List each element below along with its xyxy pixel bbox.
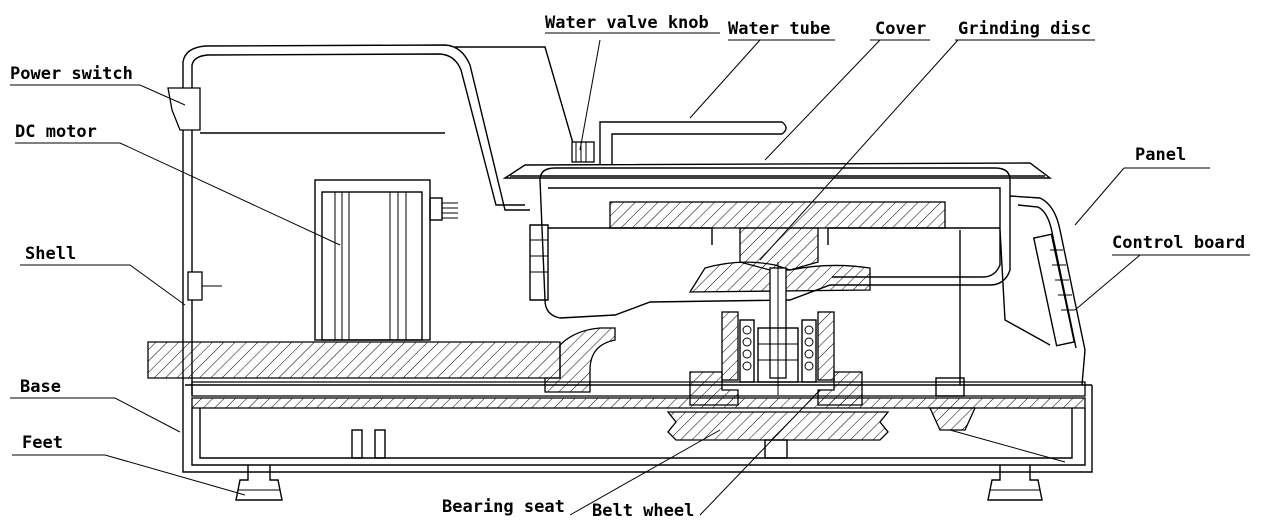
label-power-switch: Power switch: [10, 64, 133, 84]
label-feet: Feet: [22, 433, 63, 453]
label-dc-motor: DC motor: [15, 122, 97, 142]
cover-part: [502, 162, 1053, 179]
label-belt-wheel: Belt wheel: [592, 501, 694, 520]
shell-part: [182, 44, 576, 395]
water-valve-knob-part: [571, 141, 595, 163]
label-control-board: Control board: [1112, 233, 1245, 253]
feet-part: [235, 465, 1043, 501]
panel-part: [1009, 195, 1086, 386]
label-water-tube: Water tube: [728, 19, 830, 39]
mount-plate: [147, 341, 561, 379]
label-base: Base: [20, 377, 61, 397]
dc-motor-part: [314, 179, 458, 341]
drain-elbow: [544, 327, 616, 393]
right-bracket: [999, 229, 1051, 346]
machine-drawing: [147, 44, 1093, 501]
label-panel: Panel: [1135, 145, 1186, 165]
label-shell: Shell: [25, 244, 76, 264]
control-board-part: [1032, 233, 1076, 347]
grinding-disc-part: [609, 201, 946, 293]
leader-lines: [10, 32, 1250, 516]
label-grinding-disc: Grinding disc: [958, 19, 1091, 39]
label-cover: Cover: [875, 19, 926, 39]
label-bearing-seat: Bearing seat: [442, 497, 565, 517]
water-tube-part: [599, 121, 787, 165]
power-switch-part: [167, 87, 201, 131]
bearing-seat-part: [689, 311, 863, 406]
base-part: [182, 377, 1093, 473]
belt-wheel-part: [666, 411, 890, 441]
label-water-valve-knob: Water valve knob: [545, 13, 709, 33]
